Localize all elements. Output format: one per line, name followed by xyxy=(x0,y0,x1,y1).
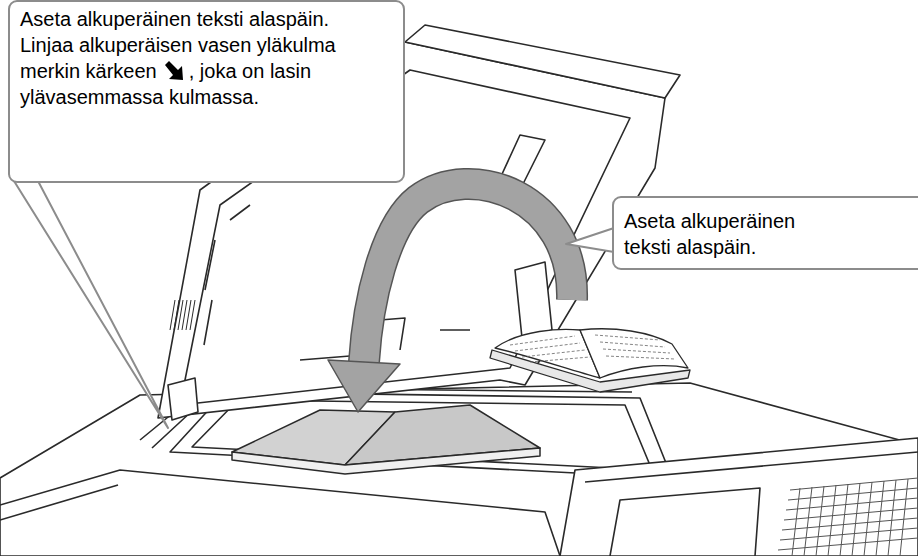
open-book xyxy=(490,329,690,392)
copier-top-surface xyxy=(0,383,918,556)
cover-rib xyxy=(204,205,250,345)
vent xyxy=(170,300,195,330)
callout-text: Aseta alkuperäinen teksti alaspäin. xyxy=(20,6,393,32)
callout-box: Aseta alkuperäinen teksti alaspäin.Linja… xyxy=(8,0,405,183)
cover-hinge xyxy=(168,378,198,420)
placement-arrow xyxy=(328,184,572,412)
arrow-shaft xyxy=(364,184,572,362)
book-edge xyxy=(232,448,540,474)
callout-tail xyxy=(14,181,168,428)
callout-text: Aseta alkuperäinen teksti alaspäin. xyxy=(624,208,834,260)
arrow-shaft xyxy=(364,184,572,362)
copier-front-edge xyxy=(0,485,118,520)
callout-box: Aseta alkuperäinen teksti alaspäin. xyxy=(612,196,918,270)
callout-tail xyxy=(566,228,614,252)
copier-front-edge xyxy=(0,470,560,556)
arrow-head xyxy=(328,360,400,412)
book-page xyxy=(580,329,688,378)
keypad xyxy=(778,478,918,556)
text-lines xyxy=(510,335,675,362)
feeder-top xyxy=(405,25,680,98)
book-on-glass xyxy=(232,405,540,474)
callout-tail xyxy=(14,181,614,428)
support-post xyxy=(515,262,552,338)
corner-mark-icon xyxy=(165,61,183,80)
corner-mark-icon xyxy=(163,61,185,81)
callout-paragraph: Linjaa alkuperäisen vasen yläkulma merki… xyxy=(20,32,350,110)
panel-display xyxy=(610,488,760,556)
keypad-grid xyxy=(778,478,918,556)
panel-frame xyxy=(585,452,918,482)
cover-detail xyxy=(300,318,470,360)
control-panel xyxy=(560,438,918,556)
copier-body xyxy=(0,383,918,556)
vent-lines xyxy=(170,300,195,330)
